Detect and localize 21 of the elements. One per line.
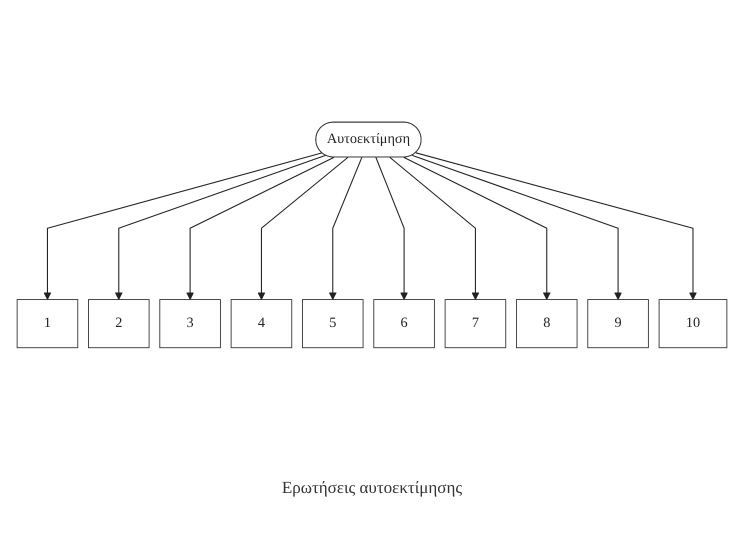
node-box: 3	[159, 299, 221, 348]
arrow	[416, 152, 697, 300]
arrow	[328, 157, 362, 300]
node-box: 2	[88, 299, 150, 348]
arrow	[390, 157, 480, 300]
node-box: 10	[658, 299, 728, 348]
node-box: 6	[373, 299, 435, 348]
node-box: 8	[516, 299, 578, 348]
arrow	[258, 157, 348, 300]
arrow	[412, 154, 622, 300]
node-box: 1	[16, 299, 78, 348]
node-box: 7	[444, 299, 506, 348]
node-box: 9	[587, 299, 649, 348]
node-box: 5	[302, 299, 364, 348]
node-box: 4	[230, 299, 292, 348]
caption: Ερωτήσεις αυτοεκτίμησης	[282, 478, 462, 498]
arrow	[186, 156, 334, 300]
arrow	[44, 152, 322, 300]
arrow	[404, 156, 551, 300]
arrow	[114, 154, 326, 300]
arrow	[375, 157, 408, 300]
